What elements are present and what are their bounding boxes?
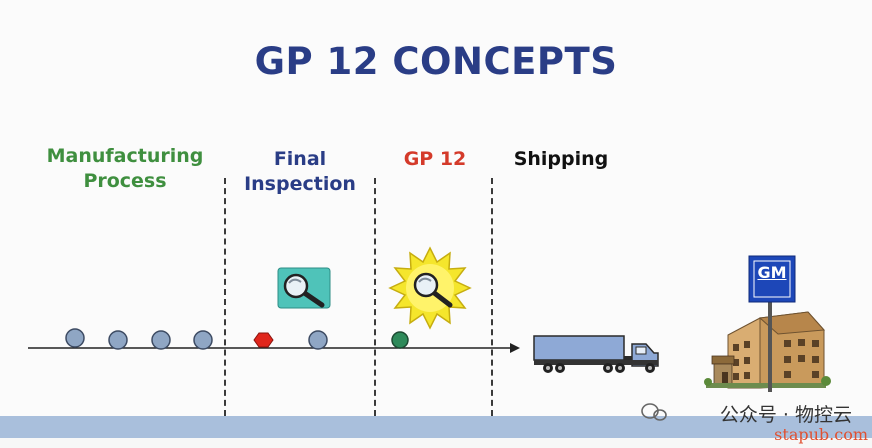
inspection-magnifier-icon (277, 267, 331, 309)
slide-title: GP 12 CONCEPTS (254, 40, 618, 83)
stage-label-line: Manufacturing (46, 145, 204, 167)
part-circle (108, 330, 128, 350)
stage-label-final-inspection: Final Inspection (230, 147, 370, 197)
stage-label-line: Inspection (244, 173, 356, 195)
gm-factory-icon (704, 255, 831, 392)
gp12-magnifier-sunburst-icon (388, 246, 472, 330)
bottom-bar (0, 416, 872, 438)
watermark-text: 公众号 · 物控云 (719, 404, 852, 426)
stage-label-line: Process (83, 170, 167, 192)
bottom-strip (0, 438, 872, 448)
defect-part-hexagon (253, 332, 274, 348)
stage-divider (374, 178, 376, 416)
stage-label-line: Final (273, 148, 327, 170)
stage-label-gp12: GP 12 (403, 148, 467, 170)
part-circle (308, 330, 328, 350)
part-circle (151, 330, 171, 350)
stage-divider (224, 178, 226, 416)
shipping-truck-icon (533, 335, 659, 373)
part-circle (193, 330, 213, 350)
stage-label-manufacturing: Manufacturing Process (40, 144, 210, 194)
part-circle (65, 328, 85, 348)
good-part-circle (391, 331, 409, 349)
gm-logo-text: GM (757, 263, 787, 282)
stage-divider (491, 178, 493, 416)
site-watermark: stapub.com (774, 425, 868, 444)
flow-arrow (28, 343, 520, 353)
chat-bubble-icon (641, 403, 667, 421)
stage-label-shipping: Shipping (513, 148, 609, 170)
